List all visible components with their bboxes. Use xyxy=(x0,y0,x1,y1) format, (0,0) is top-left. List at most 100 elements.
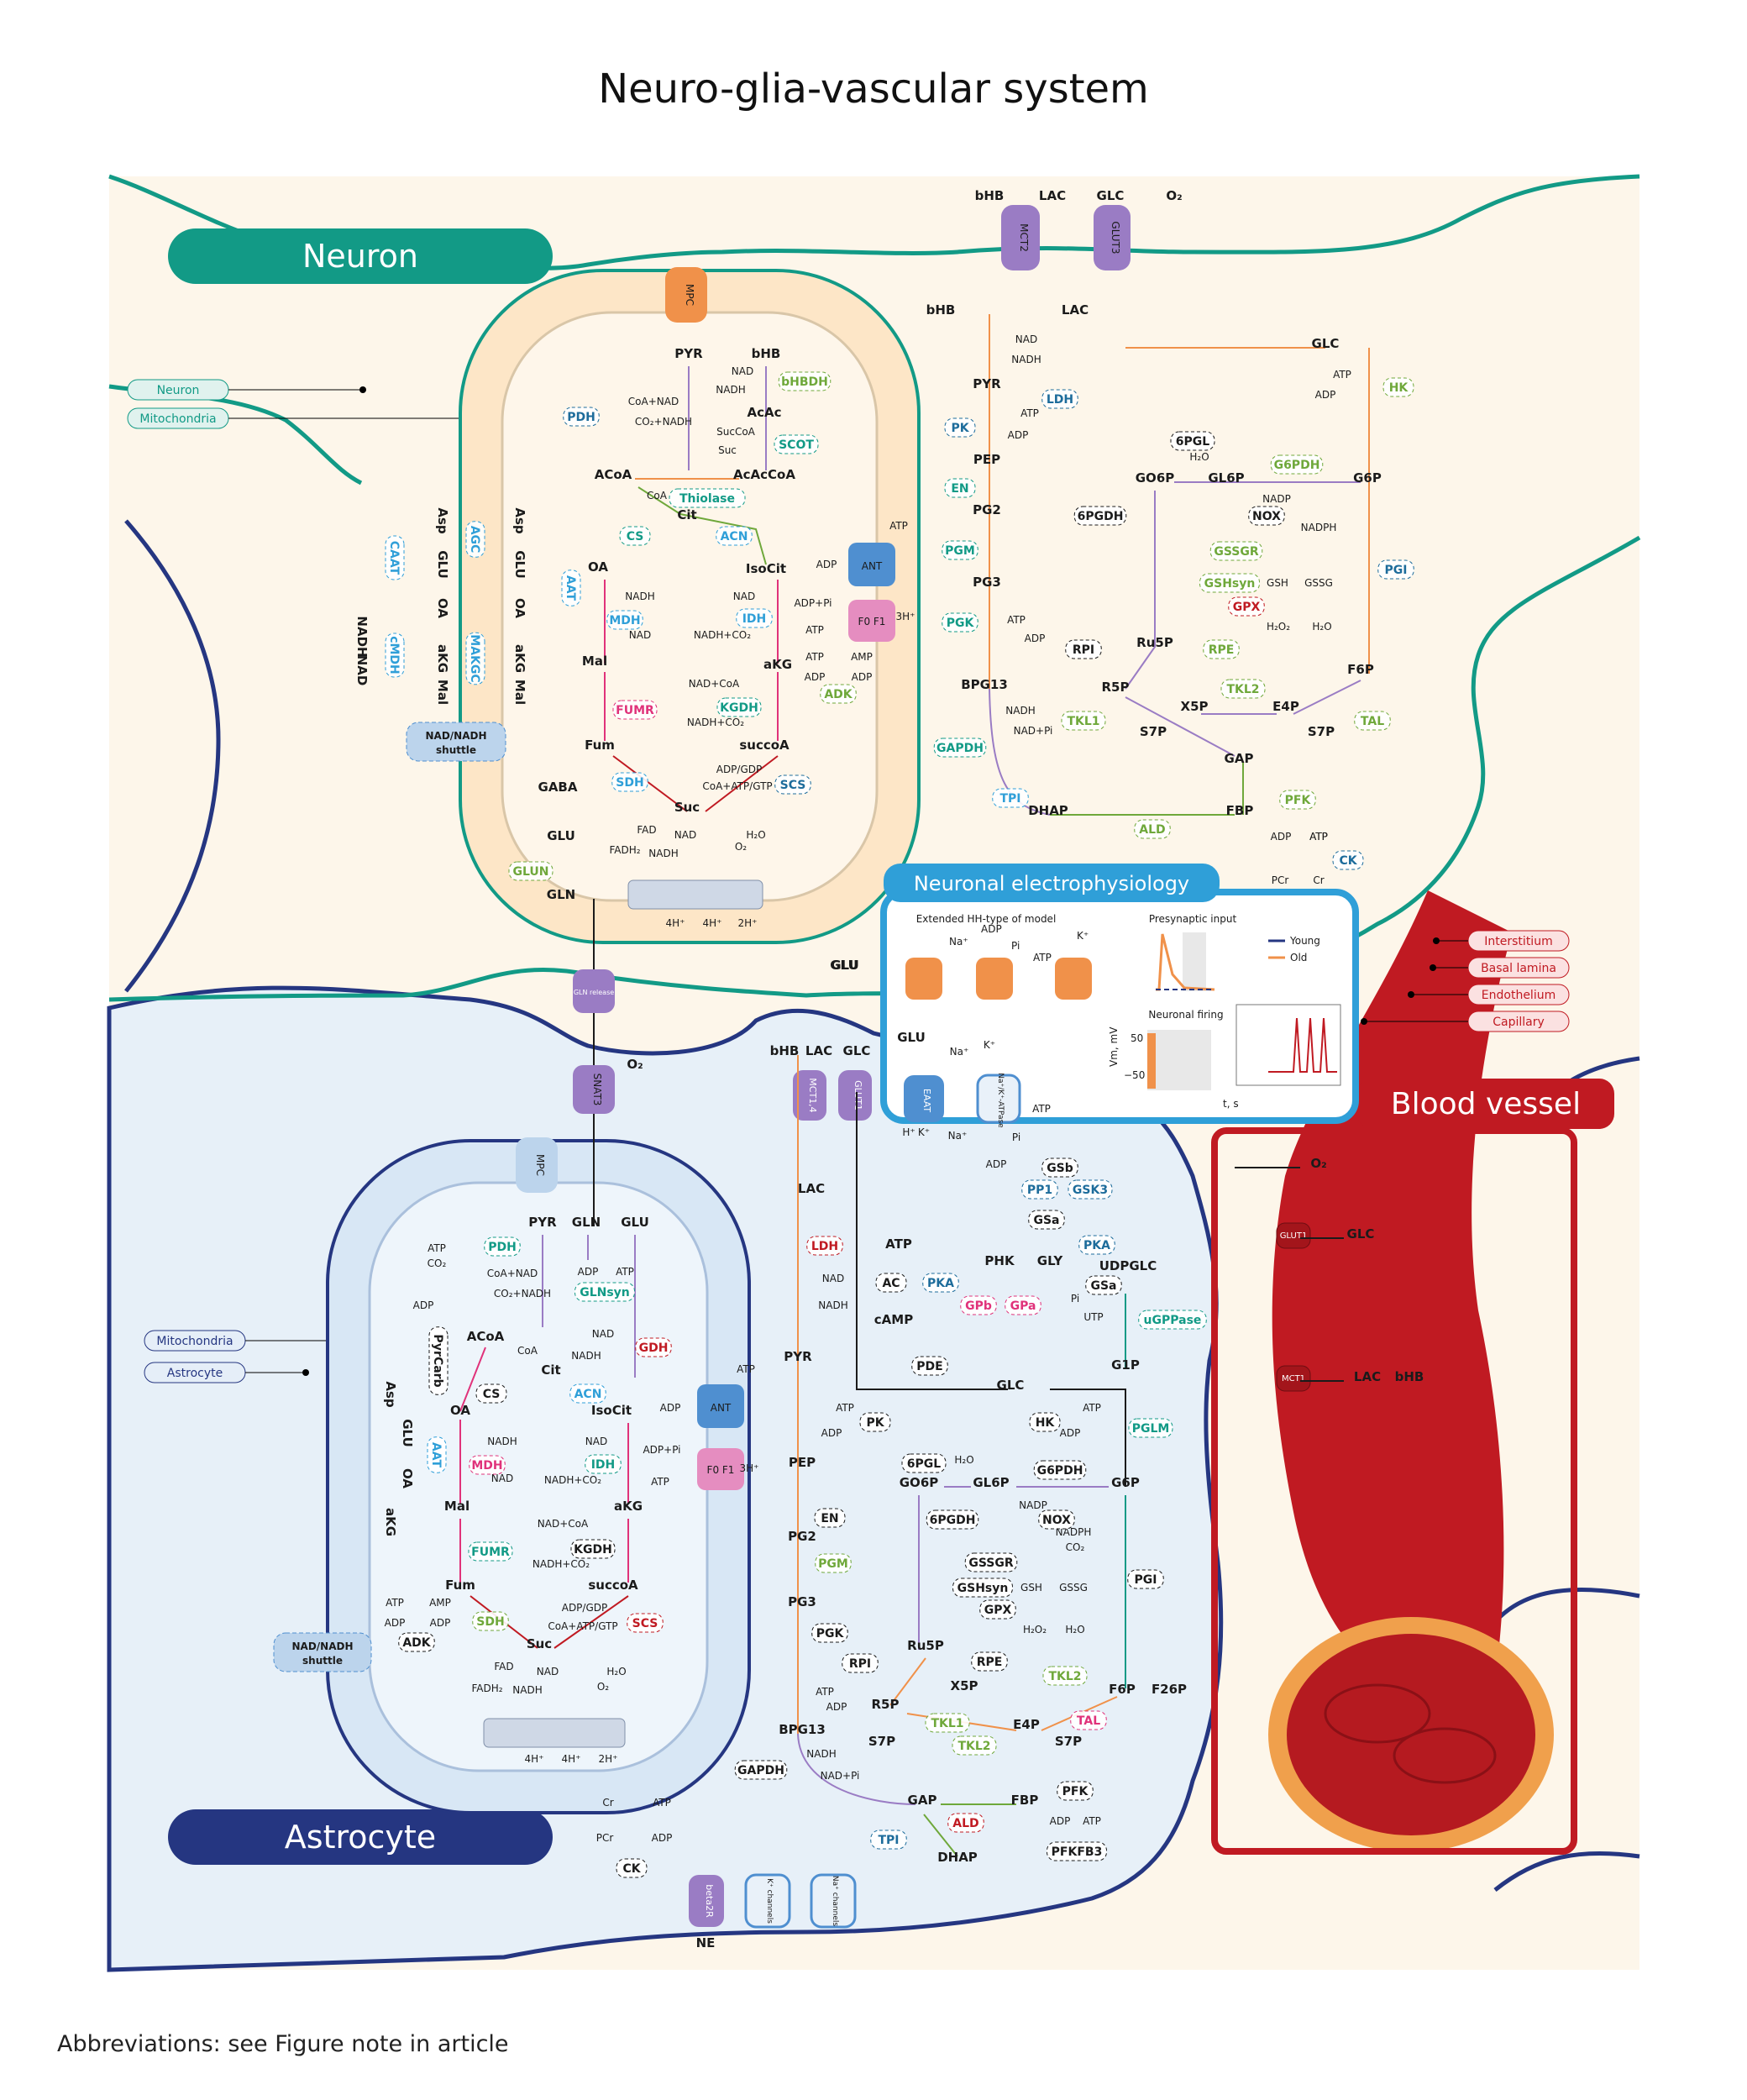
metabolite-label: FADH₂ xyxy=(471,1683,502,1694)
ephys-presyn-title: Presynaptic input xyxy=(1149,913,1237,925)
enzyme-label: PGLM xyxy=(1132,1422,1170,1436)
enzyme-box xyxy=(669,488,746,508)
enzyme-box xyxy=(1021,1179,1058,1200)
snat3-label: SNAT3 xyxy=(591,1074,603,1106)
enzyme-g6pdh: G6PDH xyxy=(1033,1460,1087,1480)
ephys-firing-title: Neuronal firing xyxy=(1148,1009,1223,1021)
enzyme-pfkfb3: PFKFB3 xyxy=(1047,1841,1107,1861)
metabolite-label: ADP/GDP xyxy=(562,1602,608,1614)
ephys-adp-label: ADP xyxy=(981,923,1002,935)
enzyme-ck: CK xyxy=(616,1858,648,1878)
firing-y-label: Vm, mV xyxy=(1108,1026,1120,1067)
red-blood-cell xyxy=(1324,1683,1431,1744)
metabolite-label: ATP xyxy=(1333,369,1351,381)
metabolite-label: O₂ xyxy=(597,1681,609,1693)
presyn-shade xyxy=(1183,932,1206,991)
metabolite-label: S7P xyxy=(868,1734,895,1749)
enzyme-box xyxy=(814,1508,846,1528)
enzyme-label: IDH xyxy=(742,612,767,626)
enzyme-box xyxy=(942,540,978,560)
enzyme-box xyxy=(716,526,753,546)
metabolite-label: S7P xyxy=(1308,724,1335,739)
enzyme-label: TKL2 xyxy=(1048,1670,1081,1683)
enzyme-label: PKA xyxy=(1083,1239,1110,1252)
enzyme-fumr: FUMR xyxy=(612,700,658,720)
metabolite-label: GLC xyxy=(997,1378,1025,1393)
astrocyte-process-1 xyxy=(124,519,221,993)
metabolite-label: Asp xyxy=(512,507,527,534)
metabolite-label: NADH+CO₂ xyxy=(687,717,744,728)
enzyme-box xyxy=(611,772,648,792)
enzyme-gpb: GPb xyxy=(960,1295,997,1315)
enzyme-rpe: RPE xyxy=(1203,639,1240,659)
ant-neuron-transporter xyxy=(848,543,895,586)
gln-release-transporter xyxy=(573,969,615,1013)
enzyme-label: 6PGL xyxy=(907,1457,941,1471)
metabolite-label: NAD xyxy=(585,1436,607,1447)
metabolite-label: 4H⁺ xyxy=(703,917,722,929)
blood-vessel-label-pill xyxy=(1357,1079,1614,1129)
enzyme-bhbdh: bHBDH xyxy=(778,371,832,391)
metabolite-label: FADH₂ xyxy=(609,844,640,856)
metabolite-label: ACoA xyxy=(595,467,632,482)
enzyme-label: Thiolase xyxy=(679,492,735,506)
enzyme-box xyxy=(1078,1235,1115,1255)
enzyme-box xyxy=(1209,541,1263,561)
metabolite-label: Suc xyxy=(527,1636,552,1651)
metabolite-label: H₂O₂ xyxy=(1023,1624,1047,1635)
metabolite-label: GLC xyxy=(1312,336,1340,351)
metabolite-label: AcAcCoA xyxy=(733,467,795,482)
metabolite-label: ADP xyxy=(816,559,837,570)
enzyme-box xyxy=(716,697,762,717)
enzyme-label: SCS xyxy=(632,1617,658,1630)
metabolite-label: Mal xyxy=(444,1499,470,1514)
metabolite-label: aKG xyxy=(435,644,450,673)
enzyme-label: IDH xyxy=(591,1458,616,1472)
enzyme-box xyxy=(468,1541,513,1562)
f0f1-neuron-transporter xyxy=(848,600,895,642)
enzyme-tkl1: TKL1 xyxy=(1061,711,1106,731)
blood-vessel-label: Blood vessel xyxy=(1391,1087,1581,1121)
metabolite-label: ADP xyxy=(660,1402,681,1414)
enzyme-box xyxy=(385,535,405,580)
gln-release-label: GLN release xyxy=(574,989,614,996)
mct1-vessel-transporter xyxy=(1276,1365,1311,1392)
metabolite-label: F26P xyxy=(1152,1682,1187,1697)
enzyme-gssgr: GSSGR xyxy=(964,1552,1018,1572)
neuron-label-pill xyxy=(168,228,553,284)
metabolite-label: Cit xyxy=(677,507,696,522)
enzyme-label: GSHsyn xyxy=(1204,577,1256,591)
metabolite-label: GLN xyxy=(572,1215,601,1230)
metabolite-label: NAD+Pi xyxy=(821,1770,860,1782)
metabolite-label: SucCoA xyxy=(716,426,756,438)
metabolite-label: AMP xyxy=(429,1597,451,1609)
enzyme-box xyxy=(427,1436,447,1473)
metabolite-label: ATP xyxy=(653,1797,671,1809)
enzyme-gshsyn: GSHsyn xyxy=(952,1578,1013,1598)
enzyme-label: CK xyxy=(622,1862,641,1876)
legend-astrocyte: Astrocyte xyxy=(167,1367,223,1380)
metabolite-label: NADH xyxy=(1005,705,1035,717)
enzyme-sdh: SDH xyxy=(472,1611,509,1631)
enzyme-label: GSa xyxy=(1090,1279,1116,1293)
metabolite-label: Asp xyxy=(383,1381,398,1408)
metabolite-label: ADP+Pi xyxy=(794,597,832,609)
legend-basal-lamina: Basal lamina xyxy=(1481,962,1556,975)
metabolite-label: G1P xyxy=(1111,1357,1140,1373)
legend-young: Young xyxy=(1289,935,1320,947)
enzyme-box xyxy=(612,700,658,720)
neuron-label: Neuron xyxy=(302,238,418,275)
metabolite-label: OA xyxy=(435,598,450,618)
enzyme-nox: NOX xyxy=(1038,1509,1075,1530)
metabolite-label: NAD xyxy=(822,1273,844,1284)
enzyme-box xyxy=(1070,1710,1107,1730)
mct14-label: MCT1,4 xyxy=(807,1078,818,1112)
enzyme-idh: IDH xyxy=(585,1454,622,1474)
enzyme-label: PP1 xyxy=(1027,1184,1052,1197)
metabolite-label: GL6P xyxy=(973,1475,1009,1490)
enzyme-label: AAT xyxy=(564,575,577,601)
red-blood-cell xyxy=(1393,1727,1497,1784)
